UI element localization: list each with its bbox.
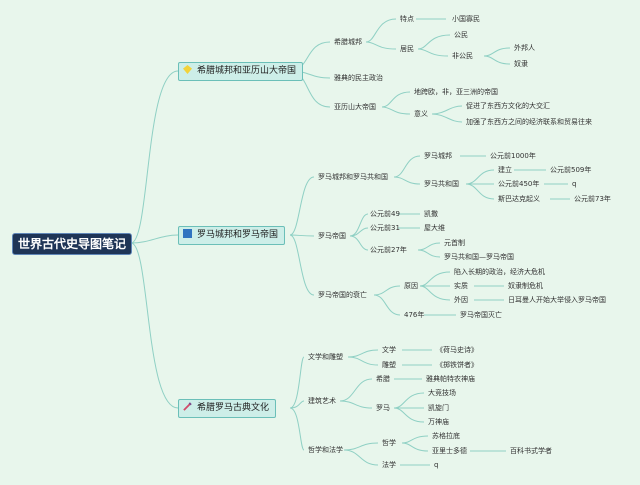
node-city-republic[interactable]: 罗马城邦和罗马共和国: [318, 173, 388, 181]
node-q1[interactable]: q: [572, 180, 577, 188]
node-caesar[interactable]: 凯撒: [424, 210, 438, 218]
node-ad476[interactable]: 476年: [404, 311, 425, 319]
node-discobolus[interactable]: 《掷铁饼者》: [436, 361, 478, 369]
node-lit-sculpt[interactable]: 文学和雕塑: [308, 353, 343, 361]
node-bc49[interactable]: 公元前49: [370, 210, 400, 218]
node-founded-date[interactable]: 公元前509年: [550, 166, 592, 174]
node-noncitizens[interactable]: 非公民: [452, 52, 473, 60]
node-rep-to-emp[interactable]: 罗马共和国—罗马帝国: [444, 253, 514, 261]
node-external[interactable]: 外因: [454, 296, 468, 304]
node-aristotle[interactable]: 亚里士多德: [432, 447, 467, 455]
node-arch-greece[interactable]: 希腊: [376, 375, 390, 383]
node-slave-crisis[interactable]: 奴隶制危机: [508, 282, 543, 290]
node-law[interactable]: 法学: [382, 461, 396, 469]
node-colosseum[interactable]: 大竞技场: [428, 389, 456, 397]
node-triumphal-arch[interactable]: 凯旋门: [428, 404, 449, 412]
node-slaves[interactable]: 奴隶: [514, 60, 528, 68]
branch-rome[interactable]: 罗马城邦和罗马帝国: [178, 226, 286, 245]
node-sig1[interactable]: 促进了东西方文化的大交汇: [466, 102, 550, 110]
node-sig2[interactable]: 加强了东西方之间的经济联系和贸易往来: [466, 118, 592, 126]
node-q2[interactable]: q: [434, 461, 439, 469]
node-city-date[interactable]: 公元前1000年: [490, 152, 536, 160]
node-bc31[interactable]: 公元前31: [370, 224, 400, 232]
node-architecture[interactable]: 建筑艺术: [308, 397, 336, 405]
node-significance[interactable]: 意义: [414, 110, 428, 118]
node-homer[interactable]: 《荷马史诗》: [436, 346, 478, 354]
node-politics[interactable]: 陷入长期的政治，经济大危机: [454, 268, 545, 276]
node-residents[interactable]: 居民: [400, 45, 414, 53]
node-pantheon[interactable]: 万神庙: [428, 418, 449, 426]
node-philosophy[interactable]: 哲学: [382, 439, 396, 447]
branch-rome-label: 罗马城邦和罗马帝国: [197, 230, 279, 240]
blue-square-icon: [183, 229, 192, 238]
node-bc450[interactable]: 公元前450年: [498, 180, 540, 188]
branch-greece-label: 希腊城邦和亚历山大帝国: [197, 66, 297, 76]
node-republic[interactable]: 罗马共和国: [424, 180, 459, 188]
node-empire[interactable]: 罗马帝国: [318, 232, 346, 240]
node-rome-city[interactable]: 罗马城邦: [424, 152, 452, 160]
branch-culture[interactable]: 希腊罗马古典文化: [178, 399, 277, 418]
node-spartacus[interactable]: 斯巴达克起义: [498, 195, 540, 203]
node-alexander[interactable]: 亚历山大帝国: [334, 103, 376, 111]
node-essence[interactable]: 实质: [454, 282, 468, 290]
node-small-state[interactable]: 小国寡民: [452, 15, 480, 23]
node-octavian[interactable]: 屋大维: [424, 224, 445, 232]
branch-greece[interactable]: 希腊城邦和亚历山大帝国: [178, 62, 304, 81]
node-encyclopedist[interactable]: 百科书式学者: [510, 447, 552, 455]
node-citizens[interactable]: 公民: [454, 31, 468, 39]
node-city-state[interactable]: 希腊城邦: [334, 38, 362, 46]
node-fall[interactable]: 罗马帝国灭亡: [460, 311, 502, 319]
node-sculpture[interactable]: 雕塑: [382, 361, 396, 369]
root-node[interactable]: 世界古代史导图笔记: [12, 233, 132, 255]
node-germanic[interactable]: 日耳曼人开始大举侵入罗马帝国: [508, 296, 606, 304]
node-athens[interactable]: 雅典的民主政治: [334, 74, 383, 82]
node-spartacus-date[interactable]: 公元前73年: [574, 195, 611, 203]
branch-culture-label: 希腊罗马古典文化: [197, 403, 270, 413]
node-literature[interactable]: 文学: [382, 346, 396, 354]
node-founded[interactable]: 建立: [498, 166, 512, 174]
node-socrates[interactable]: 苏格拉底: [432, 432, 460, 440]
node-feature[interactable]: 特点: [400, 15, 414, 23]
node-arch-rome[interactable]: 罗马: [376, 404, 390, 412]
yellow-gem-icon: [183, 65, 192, 74]
pen-icon: [183, 402, 192, 411]
node-principate[interactable]: 元首制: [444, 239, 465, 247]
node-territory[interactable]: 地跨欧，非，亚三洲的帝国: [414, 88, 498, 96]
node-decline[interactable]: 罗马帝国的衰亡: [318, 291, 367, 299]
node-bc27[interactable]: 公元前27年: [370, 246, 407, 254]
node-parthenon[interactable]: 雅典帕特农神庙: [426, 375, 475, 383]
node-causes[interactable]: 原因: [404, 282, 418, 290]
node-foreigners[interactable]: 外邦人: [514, 44, 535, 52]
node-phil-law[interactable]: 哲学和法学: [308, 446, 343, 454]
